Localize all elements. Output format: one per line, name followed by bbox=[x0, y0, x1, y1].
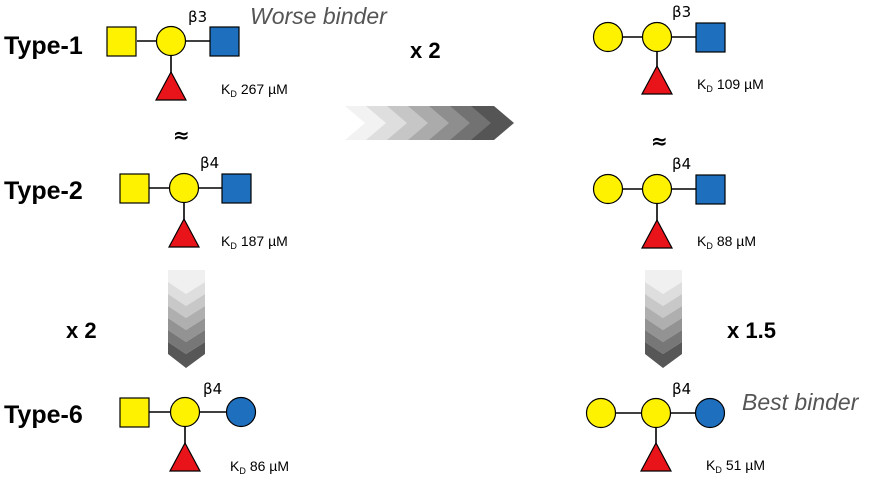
galactose-circle-icon bbox=[640, 397, 672, 429]
galactose-square-icon bbox=[106, 26, 137, 57]
right-vertical-multiplier: x 1.5 bbox=[727, 318, 776, 343]
fucose-triangle-icon bbox=[640, 64, 674, 95]
type6-label: Type-6 bbox=[4, 401, 83, 429]
fucose-triangle-icon bbox=[639, 441, 673, 472]
glucose-circle-icon bbox=[225, 396, 257, 428]
horizontal-chevron-arrow bbox=[345, 106, 514, 140]
chevron-7 bbox=[471, 106, 514, 140]
chevron-7 bbox=[645, 342, 682, 368]
chevron-7 bbox=[168, 342, 205, 368]
galactose-circle-icon bbox=[155, 25, 187, 57]
left-vertical-multiplier: x 2 bbox=[66, 318, 97, 343]
galactose-circle-icon bbox=[592, 21, 624, 53]
glcnac-square-icon bbox=[209, 26, 240, 57]
galactose-square-icon bbox=[119, 397, 150, 428]
galactose-circle-icon bbox=[641, 173, 673, 205]
best-binder-note: Best binder bbox=[742, 389, 860, 415]
chevron-6 bbox=[168, 330, 205, 354]
galactose-square-icon bbox=[119, 173, 150, 204]
chevron-4 bbox=[645, 306, 682, 330]
approx-right-symbol: ≈ bbox=[651, 129, 668, 153]
galactose-circle-icon bbox=[585, 397, 617, 429]
galactose-circle-icon bbox=[168, 172, 200, 204]
chevron-3 bbox=[168, 294, 205, 318]
linkage-label: β4 bbox=[672, 380, 691, 398]
chevron-6 bbox=[645, 330, 682, 354]
glcnac-square-icon bbox=[695, 22, 726, 53]
fucose-triangle-icon bbox=[640, 218, 674, 249]
chevron-1 bbox=[168, 270, 205, 294]
glucose-circle-icon bbox=[694, 397, 726, 429]
chevron-1 bbox=[645, 270, 682, 294]
linkage-label: β3 bbox=[188, 8, 207, 26]
linkage-label: β3 bbox=[672, 3, 691, 21]
glcnac-square-icon bbox=[695, 174, 726, 205]
type1-label: Type-1 bbox=[4, 32, 83, 60]
type2-label: Type-2 bbox=[4, 177, 83, 205]
fucose-triangle-icon bbox=[154, 70, 188, 101]
chevron-4 bbox=[168, 306, 205, 330]
linkage-label: β4 bbox=[203, 380, 222, 398]
linkage-label: β4 bbox=[200, 154, 219, 172]
horizontal-multiplier: x 2 bbox=[410, 38, 441, 63]
chevron-3 bbox=[645, 294, 682, 318]
glcnac-square-icon bbox=[221, 173, 252, 204]
fucose-triangle-icon bbox=[168, 441, 202, 472]
right-vertical-chevron-arrow bbox=[645, 270, 682, 368]
galactose-circle-icon bbox=[592, 173, 624, 205]
fucose-triangle-icon bbox=[167, 217, 201, 248]
chevron-5 bbox=[168, 318, 205, 342]
left-vertical-chevron-arrow bbox=[168, 270, 205, 368]
chevron-2 bbox=[168, 282, 205, 306]
galactose-circle-icon bbox=[641, 21, 673, 53]
worse-binder-note: Worse binder bbox=[250, 3, 388, 29]
chevron-2 bbox=[645, 282, 682, 306]
chevron-5 bbox=[645, 318, 682, 342]
galactose-circle-icon bbox=[169, 396, 201, 428]
approx-left-symbol: ≈ bbox=[173, 123, 190, 147]
linkage-label: β4 bbox=[672, 155, 691, 173]
